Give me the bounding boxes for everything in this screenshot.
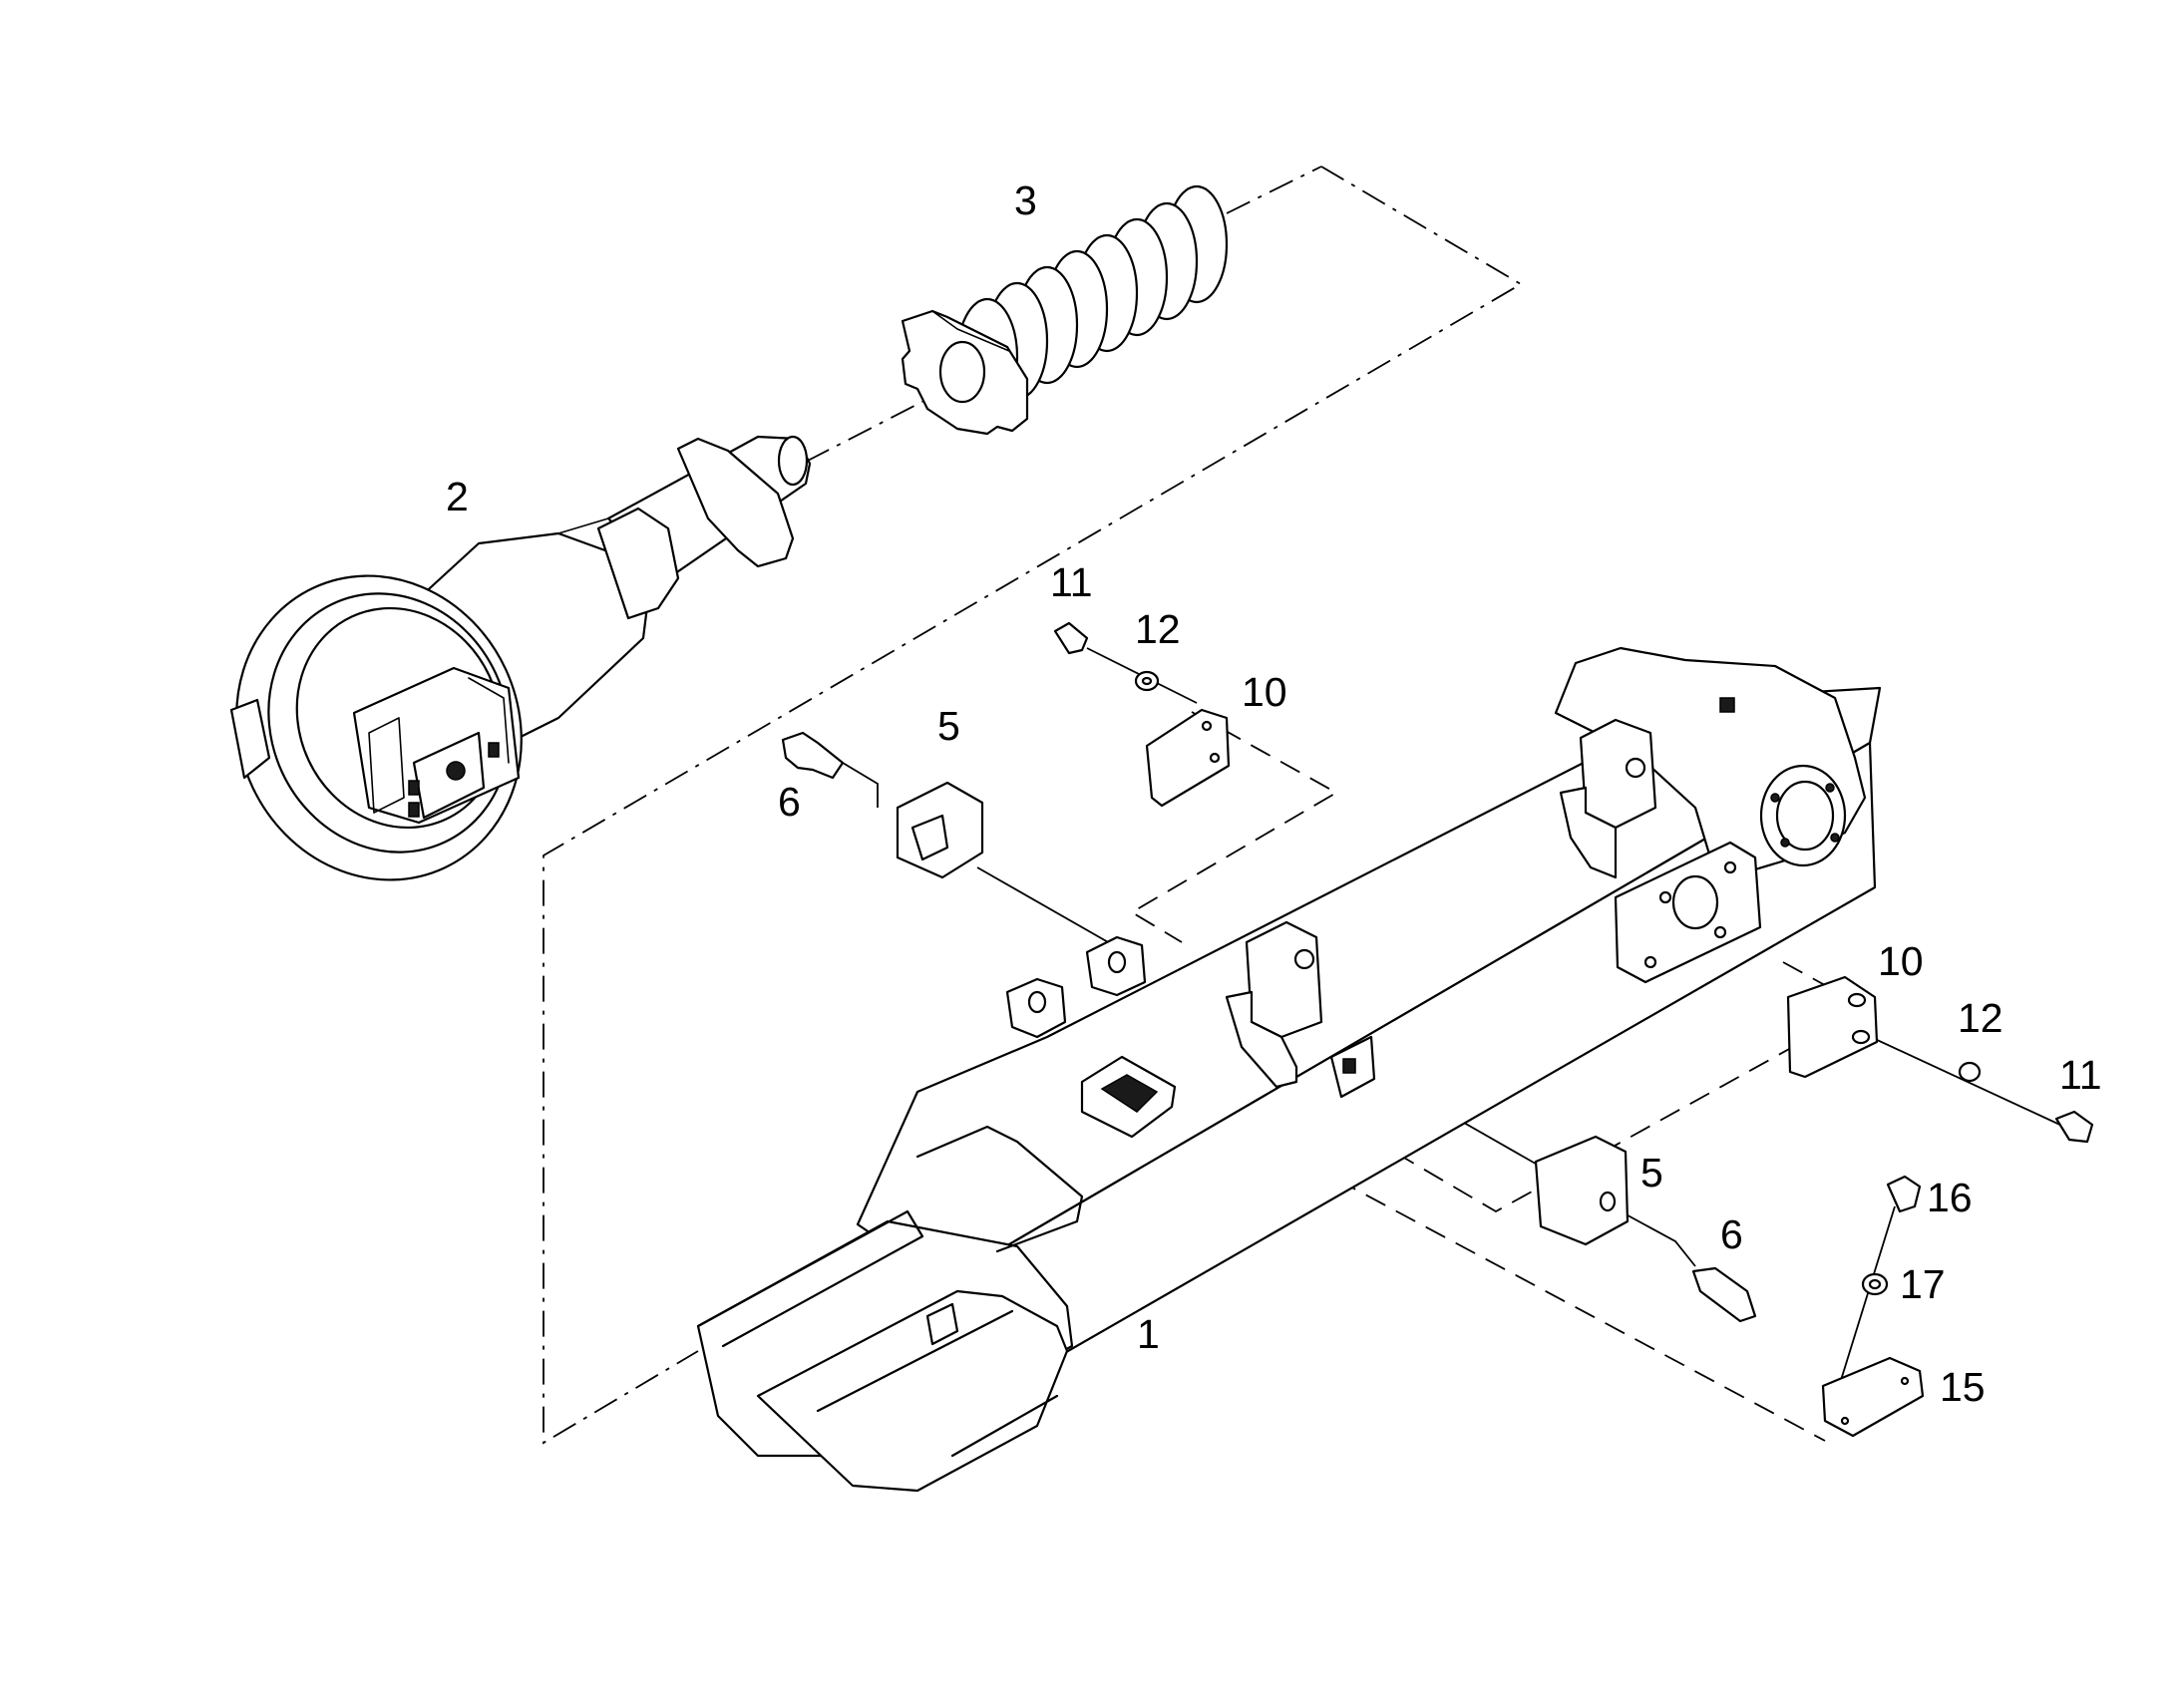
callout-2: 2 [446,474,469,519]
callout-5-upper: 5 [937,703,960,749]
callout-12-right: 12 [1958,995,2003,1041]
front-idler-part-2 [229,435,812,881]
callout-17: 17 [1900,1261,1946,1307]
track-frame-part-1 [696,646,1882,1493]
small-parts [781,621,2094,1438]
callout-6-lower: 6 [1720,1211,1743,1257]
callout-3: 3 [1014,177,1037,223]
callout-1: 1 [1137,1311,1160,1357]
callout-12-upper: 12 [1135,606,1181,652]
callout-5-lower: 5 [1640,1150,1663,1196]
callout-labels: 1 2 3 5 5 6 6 10 10 11 11 12 12 15 16 17 [446,177,2102,1410]
callout-11-upper: 11 [1050,559,1093,605]
callout-11-right: 11 [2059,1052,2102,1098]
callout-16: 16 [1927,1175,1973,1220]
callout-15: 15 [1940,1364,1986,1410]
recoil-spring-part-3 [901,184,1229,436]
callout-6-upper: 6 [778,779,801,825]
callout-10-upper: 10 [1242,669,1287,715]
callout-10-right: 10 [1878,938,1924,984]
